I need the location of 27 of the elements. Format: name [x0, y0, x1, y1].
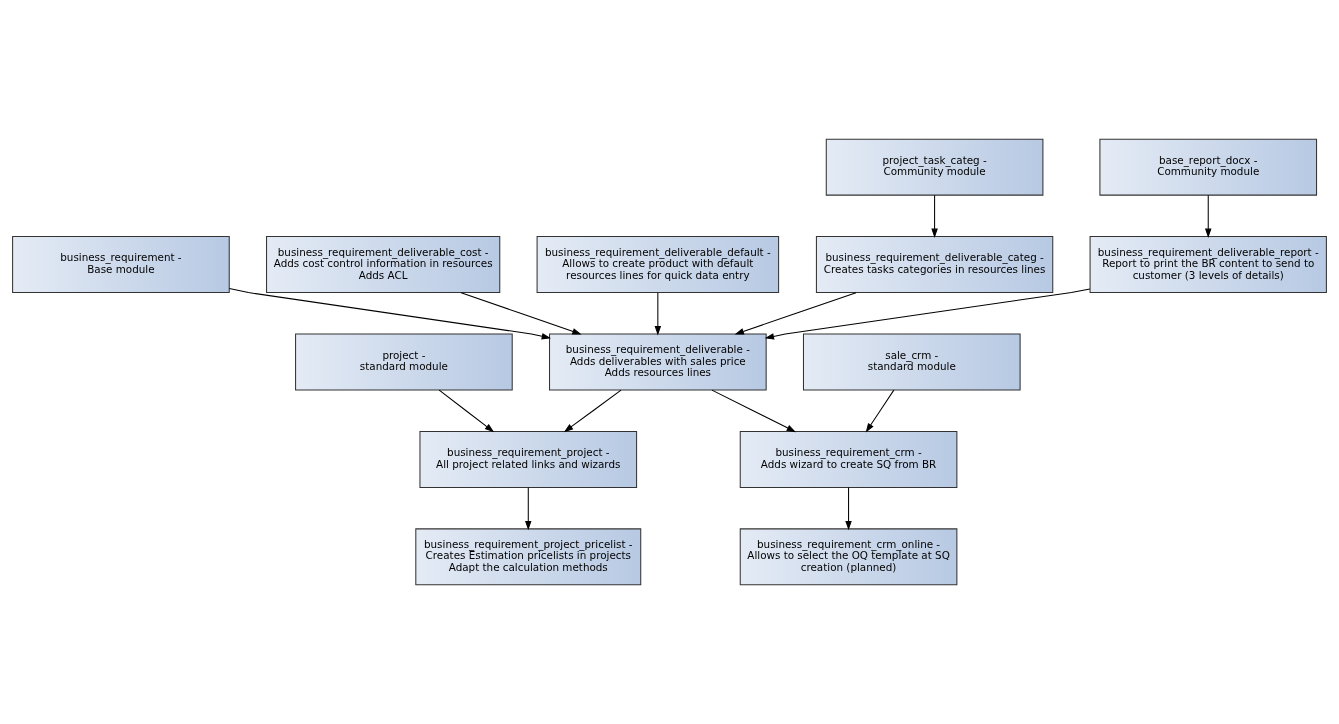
- node-box: business_requirement_project - All project related links and wizards: [419, 430, 638, 488]
- arrow: [525, 487, 532, 531]
- arrow: [711, 389, 796, 433]
- arrow: [734, 292, 857, 335]
- node-box: project - standard module: [295, 333, 513, 391]
- node-box: business_requirement_deliverable_report - Report to print the BR content to send to customer (3 levels of details): [1089, 236, 1327, 294]
- arrow: [845, 487, 852, 531]
- node-box: business_requirement - Base module: [12, 236, 230, 294]
- node-box: business_requirement_project_pricelist - Creates Estimation pricelists in projects Adapt the calculation methods: [415, 528, 642, 586]
- node-box: business_requirement_deliverable_categ - Creates tasks categories in resources lines: [815, 236, 1054, 294]
- node-box: business_requirement_deliverable - Adds deliverables with sales price Adds resources lines: [549, 333, 767, 391]
- arrow: [931, 194, 938, 238]
- node-box: business_requirement_crm - Adds wizard to create SQ from BR: [739, 430, 958, 488]
- node-box: project_task_categ - Community module: [825, 138, 1044, 196]
- node-box: business_requirement_deliverable_cost - Adds cost control information in resources Adds ACL: [266, 236, 501, 294]
- node-box: business_requirement_crm_online - Allows to select the OQ template at SQ creation (planned): [739, 528, 958, 586]
- arrow: [1204, 194, 1212, 238]
- node-box: business_requirement_deliverable_default - Allows to create product with default resources lines for quick data entry: [536, 236, 780, 294]
- node-box: base_report_docx - Community module: [1099, 138, 1318, 196]
- arrow: [865, 389, 895, 433]
- arrow: [654, 292, 662, 336]
- arrow: [563, 389, 622, 433]
- arrow: [228, 288, 552, 340]
- arrow: [438, 389, 495, 433]
- arrow: [764, 288, 1091, 340]
- arrow: [460, 292, 582, 335]
- node-box: sale_crm - standard module: [802, 333, 1021, 391]
